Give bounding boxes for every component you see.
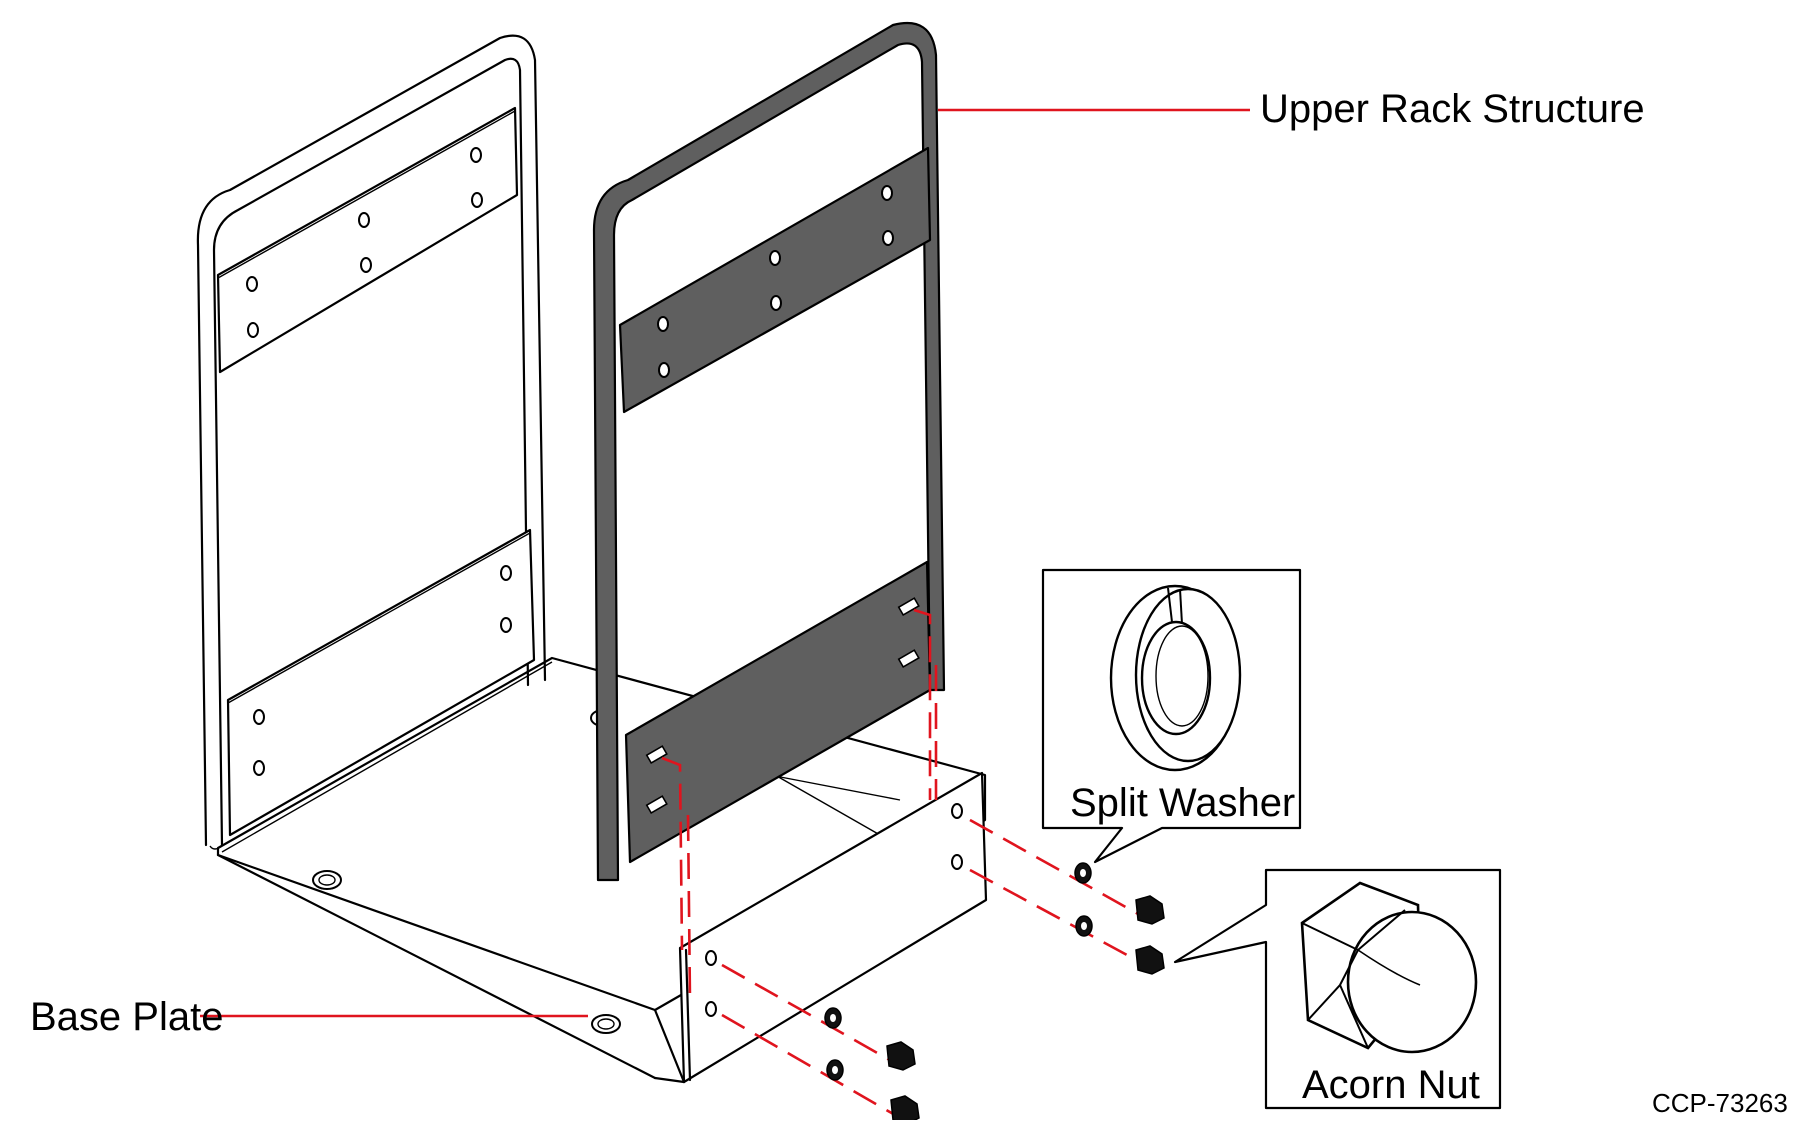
figure-code: CCP-73263 bbox=[1652, 1088, 1788, 1118]
split-washer-label: Split Washer bbox=[1070, 781, 1295, 825]
left-rack-frame bbox=[196, 34, 547, 850]
upper-rack-structure bbox=[592, 21, 946, 882]
acorn-nut-icon bbox=[1300, 881, 1478, 1054]
base-plate-label: Base Plate bbox=[30, 995, 223, 1039]
upper-rack-label: Upper Rack Structure bbox=[1260, 87, 1645, 131]
panel-studs bbox=[645, 597, 920, 815]
alignment-lines bbox=[661, 608, 1141, 1117]
acorn-nut-label: Acorn Nut bbox=[1302, 1063, 1480, 1107]
split-washer-icon bbox=[1109, 584, 1242, 772]
hardware-washers bbox=[824, 862, 1093, 1081]
acorn-nut-callout bbox=[1173, 868, 1502, 1110]
split-washer-callout bbox=[1041, 568, 1302, 864]
hardware-acorn-nuts bbox=[886, 895, 1165, 1125]
